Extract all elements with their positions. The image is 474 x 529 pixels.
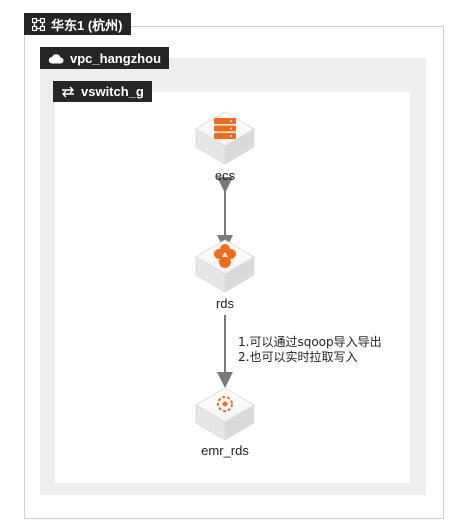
vpc-tag[interactable]: vpc_hangzhou	[40, 47, 170, 69]
emr-icon	[217, 396, 233, 412]
node-label-rds: rds	[215, 296, 235, 311]
vswitch-tag[interactable]: vswitch_g	[53, 81, 152, 102]
edge-label-line-2: 2.也可以实时拉取写入	[238, 350, 358, 364]
node-ecs[interactable]	[195, 111, 255, 165]
region-tag[interactable]: 华东1 (杭州)	[24, 13, 131, 35]
region-label: 华东1 (杭州)	[51, 17, 123, 33]
vpc-label: vpc_hangzhou	[70, 50, 162, 66]
edge-label-line-1: 1.可以通过sqoop导入导出	[238, 335, 382, 349]
node-label-emr-rds: emr_rds	[201, 443, 249, 458]
node-rds[interactable]	[195, 239, 255, 293]
rds-icon	[214, 244, 236, 268]
node-emr-rds[interactable]	[195, 387, 255, 441]
node-label-ecs: ecs	[214, 168, 236, 183]
switch-icon	[62, 86, 74, 97]
vswitch-label: vswitch_g	[81, 84, 144, 99]
server-icon	[214, 118, 236, 139]
cloud-icon	[48, 53, 64, 63]
region-icon	[32, 17, 45, 31]
